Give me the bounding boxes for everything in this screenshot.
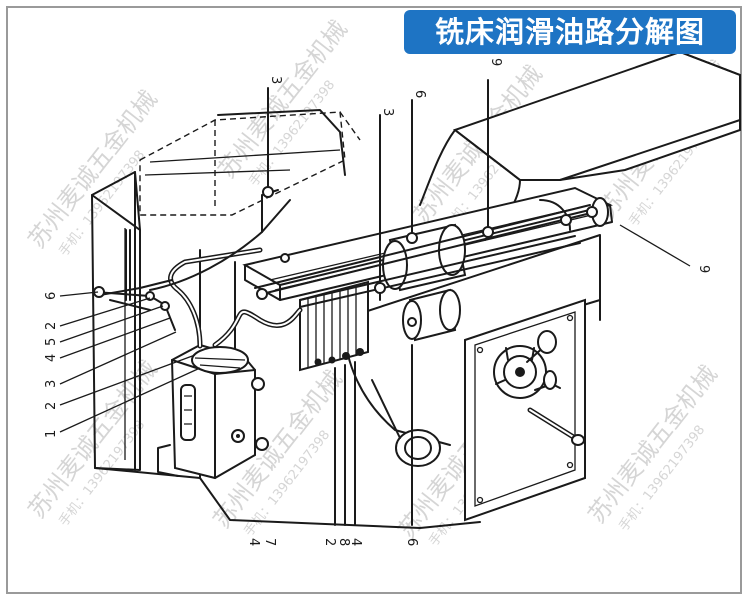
image-frame (6, 6, 742, 594)
callout-label: 9 (488, 58, 503, 66)
callout-label: 6 (44, 292, 59, 300)
callout-label: 4 (348, 538, 363, 546)
callout-label: 6 (404, 538, 419, 546)
callout-label: 3 (380, 108, 395, 116)
callouts-left: 6 2 5 4 3 2 1 (44, 292, 59, 438)
callouts-right: 9 (696, 265, 711, 273)
callout-label: 5 (44, 338, 59, 346)
callout-label: 1 (44, 430, 59, 438)
oil-fittings (93, 186, 598, 327)
oil-pipes (94, 79, 596, 526)
watermark-company: 苏州麦诚五金机械 (583, 360, 723, 529)
callout-label: 7 (262, 538, 277, 546)
callout-label: 4 (246, 538, 261, 546)
page-title: 铣床润滑油路分解图 (404, 10, 736, 54)
callout-label: 3 (44, 380, 59, 388)
callout-label: 9 (696, 265, 711, 273)
oil-pump-reservoir (157, 343, 269, 480)
callout-label: 3 (268, 76, 283, 84)
callout-label: 8 (336, 538, 351, 546)
callout-label: 2 (44, 402, 59, 410)
callouts-top: 3 3 6 9 (268, 58, 503, 116)
callout-label: 4 (44, 354, 59, 362)
callout-label: 2 (44, 322, 59, 330)
oil-distributor-block (299, 280, 369, 372)
leader-lines (59, 224, 691, 433)
callout-label: 6 (412, 90, 427, 98)
callout-label: 2 (322, 538, 337, 546)
watermark-company: 苏州麦诚五金机械 (213, 15, 353, 184)
callouts-bottom: 4 7 2 8 4 6 (246, 538, 419, 546)
